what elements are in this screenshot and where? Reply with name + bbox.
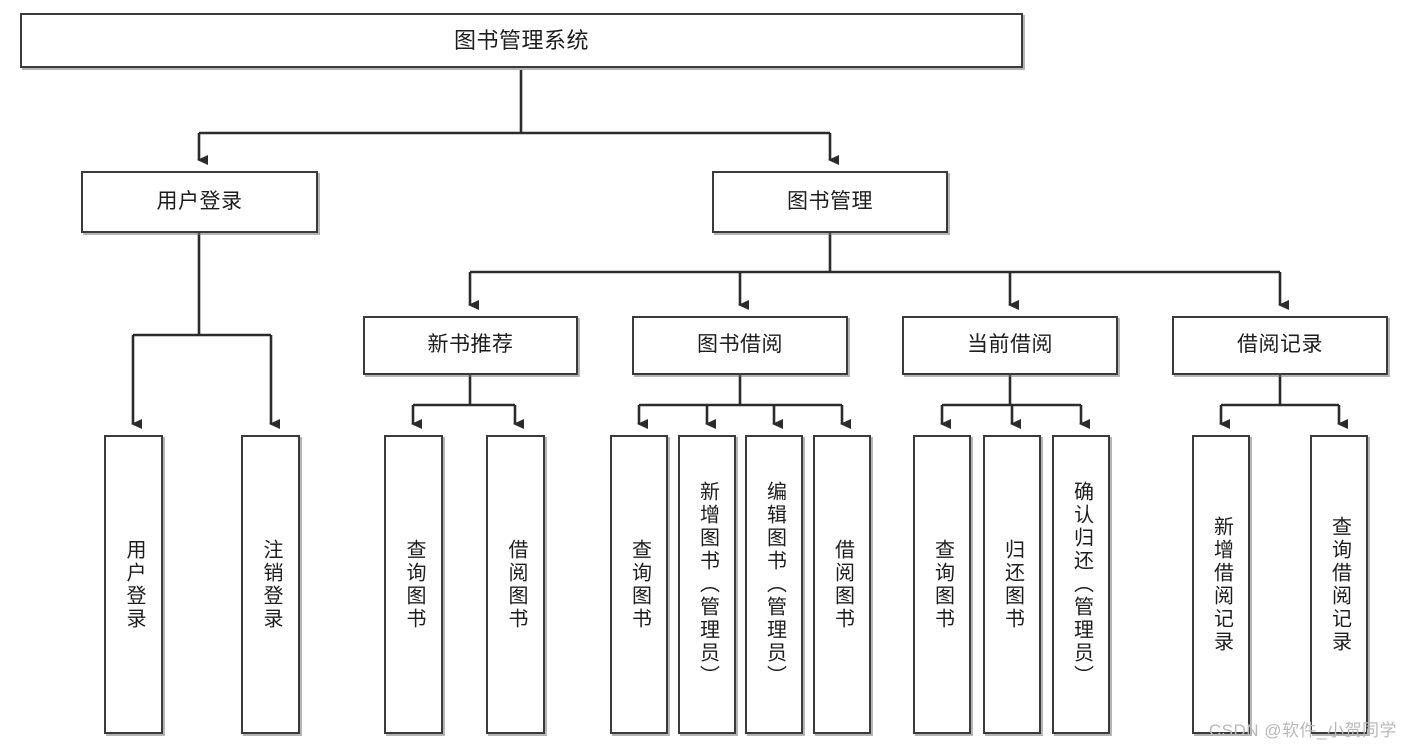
node-leaf-query-book-2[interactable]: 查询图书: [610, 435, 668, 734]
node-leaf-logout[interactable]: 注销登录: [241, 435, 300, 734]
node-borrow-record-label: 借阅记录: [1237, 333, 1323, 357]
node-leaf-logout-label: 注销登录: [260, 538, 282, 631]
node-user-login-label: 用户登录: [156, 189, 243, 213]
node-leaf-query-book-2-label: 查询图书: [628, 538, 651, 631]
node-leaf-query-book-1[interactable]: 查询图书: [384, 435, 443, 734]
node-leaf-query-book-3-label: 查询图书: [931, 538, 954, 631]
node-leaf-edit-book-label: 编辑图书（管理员）: [763, 481, 786, 688]
node-leaf-add-book[interactable]: 新增图书（管理员）: [678, 435, 736, 734]
node-leaf-add-record[interactable]: 新增借阅记录: [1192, 435, 1250, 734]
node-root[interactable]: 图书管理系统: [20, 13, 1023, 68]
node-leaf-add-book-label: 新增图书（管理员）: [696, 481, 719, 688]
node-leaf-return-book[interactable]: 归还图书: [983, 435, 1041, 734]
node-book-borrow[interactable]: 图书借阅: [632, 316, 848, 375]
node-leaf-user-login-label: 用户登录: [123, 538, 145, 631]
node-borrow-record[interactable]: 借阅记录: [1172, 316, 1388, 375]
node-book-manage[interactable]: 图书管理: [712, 171, 948, 233]
node-current-borrow[interactable]: 当前借阅: [902, 316, 1118, 375]
node-leaf-borrow-book-1-label: 借阅图书: [505, 538, 527, 631]
node-book-manage-label: 图书管理: [787, 189, 873, 213]
watermark: CSDN @软件_小贺同学: [1208, 721, 1397, 740]
node-book-borrow-label: 图书借阅: [697, 333, 783, 357]
node-new-book-recommend-label: 新书推荐: [427, 333, 514, 357]
node-new-book-recommend[interactable]: 新书推荐: [363, 316, 578, 375]
node-leaf-user-login[interactable]: 用户登录: [104, 435, 163, 734]
node-leaf-return-book-label: 归还图书: [1001, 538, 1024, 631]
node-leaf-query-record[interactable]: 查询借阅记录: [1310, 435, 1368, 734]
node-leaf-add-record-label: 新增借阅记录: [1210, 515, 1233, 654]
node-leaf-borrow-book-1[interactable]: 借阅图书: [486, 435, 545, 734]
node-leaf-query-book-1-label: 查询图书: [403, 538, 425, 631]
node-leaf-confirm-return[interactable]: 确认归还（管理员）: [1052, 435, 1110, 734]
node-root-label: 图书管理系统: [453, 27, 589, 53]
node-leaf-edit-book[interactable]: 编辑图书（管理员）: [745, 435, 803, 734]
node-current-borrow-label: 当前借阅: [967, 333, 1053, 357]
node-user-login[interactable]: 用户登录: [81, 171, 318, 233]
node-leaf-confirm-return-label: 确认归还（管理员）: [1070, 481, 1093, 688]
node-leaf-borrow-book-2-label: 借阅图书: [831, 538, 854, 631]
node-leaf-query-record-label: 查询借阅记录: [1328, 515, 1351, 654]
node-leaf-borrow-book-2[interactable]: 借阅图书: [813, 435, 871, 734]
node-leaf-query-book-3[interactable]: 查询图书: [913, 435, 971, 734]
